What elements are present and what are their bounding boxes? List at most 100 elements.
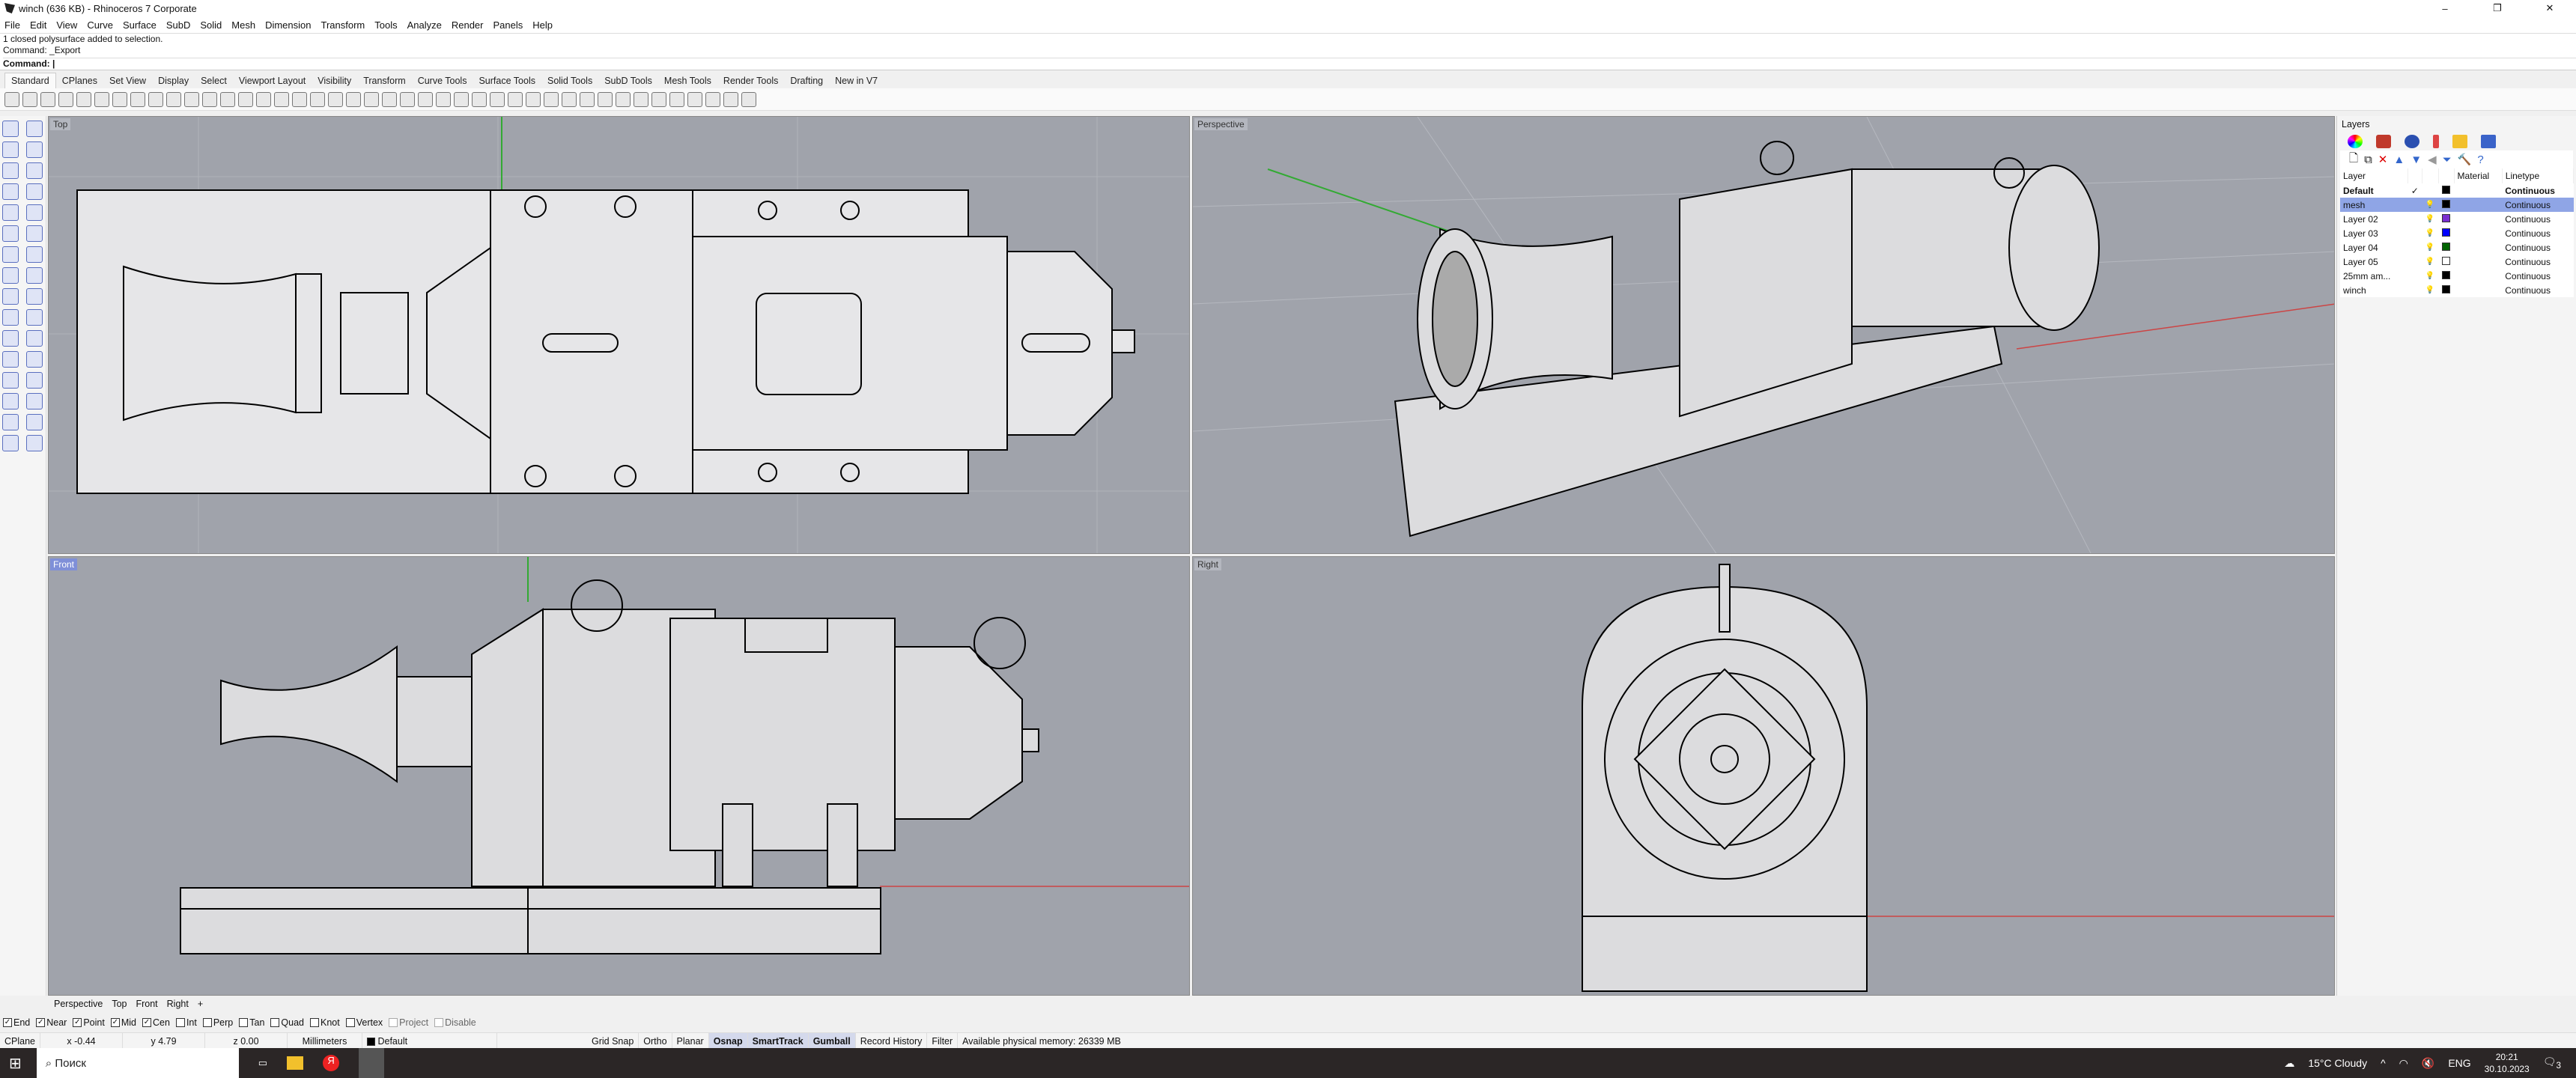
toolbar-tool-icon[interactable] — [310, 91, 325, 107]
layer-name[interactable]: Layer 02 — [2343, 213, 2378, 225]
toolbar-tool-icon[interactable] — [346, 91, 361, 107]
viewport-right[interactable]: Right — [1192, 556, 2335, 996]
side-tool-icon[interactable] — [2, 246, 19, 263]
visibility-bulb-icon[interactable]: 💡 — [2425, 258, 2435, 266]
toolbar-tool-icon[interactable] — [669, 91, 684, 107]
toolbar-tab-surface-tools[interactable]: Surface Tools — [479, 76, 535, 86]
toolbar-tab-drafting[interactable]: Drafting — [790, 76, 824, 86]
material-cell[interactable] — [2454, 269, 2502, 283]
side-tool-icon[interactable] — [26, 330, 43, 347]
empty-cell[interactable] — [2408, 226, 2422, 240]
layer-color-icon[interactable] — [2441, 228, 2450, 237]
material-cell[interactable] — [2454, 198, 2503, 212]
empty-cell[interactable] — [2408, 255, 2422, 269]
status-toggle-record-history[interactable]: Record History — [856, 1032, 928, 1050]
side-tool-icon[interactable] — [26, 414, 43, 430]
empty-cell[interactable] — [2422, 183, 2439, 198]
osnap-perp[interactable]: Perp — [202, 1017, 233, 1028]
visibility-bulb-icon[interactable]: 💡 — [2425, 215, 2435, 223]
current-layer-check-icon[interactable]: ✓ — [2411, 185, 2419, 196]
linetype-cell[interactable]: Continuous — [2505, 213, 2551, 225]
color-swatch[interactable] — [2439, 269, 2454, 283]
cplane-label[interactable]: CPlane — [0, 1032, 40, 1050]
viewport-label-top[interactable]: Top — [50, 118, 71, 130]
osnap-near[interactable]: ✓Near — [36, 1017, 67, 1028]
side-tool-icon[interactable] — [26, 121, 43, 137]
menu-file[interactable]: File — [4, 19, 20, 31]
filter-icon[interactable]: ⏷ — [2442, 153, 2452, 166]
osnap-point[interactable]: ✓Point — [73, 1017, 105, 1028]
layer-color-icon[interactable] — [2441, 185, 2450, 194]
osnap-cen[interactable]: ✓Cen — [142, 1017, 170, 1028]
side-tool-icon[interactable] — [26, 267, 43, 284]
viewport-perspective[interactable]: Perspective — [1192, 116, 2335, 554]
toolbar-tool-icon[interactable] — [148, 91, 163, 107]
toolbar-tool-icon[interactable] — [130, 91, 145, 107]
file-explorer-icon[interactable] — [287, 1056, 304, 1070]
layer-color-icon[interactable] — [2441, 270, 2450, 279]
layer-color-icon[interactable] — [2441, 199, 2450, 208]
toolbar-tool-icon[interactable] — [4, 91, 19, 107]
osnap-checkbox[interactable]: ✓ — [36, 1018, 46, 1027]
side-tool-icon[interactable] — [2, 393, 19, 409]
render-tab-icon[interactable] — [2405, 135, 2419, 148]
side-tool-icon[interactable] — [2, 183, 19, 200]
menu-subd[interactable]: SubD — [165, 19, 191, 31]
material-cell[interactable] — [2454, 255, 2502, 269]
layer-name[interactable]: winch — [2343, 284, 2366, 296]
visibility-bulb-icon[interactable]: 💡 — [2425, 229, 2435, 237]
layer-row[interactable]: winch💡Continuous — [2340, 283, 2574, 297]
side-tool-icon[interactable] — [2, 121, 19, 137]
osnap-mid[interactable]: ✓Mid — [110, 1017, 136, 1028]
restore-button[interactable]: ❐ — [2493, 2, 2502, 13]
rhino-taskbar-icon[interactable] — [359, 1048, 385, 1078]
weather-text[interactable]: 15°C Cloudy — [2308, 1057, 2368, 1069]
side-tool-icon[interactable] — [2, 288, 19, 305]
command-input[interactable]: Command: | — [3, 58, 2576, 69]
tools-icon[interactable]: 🔨 — [2457, 153, 2472, 166]
menu-mesh[interactable]: Mesh — [231, 19, 256, 31]
color-swatch[interactable] — [2439, 255, 2454, 269]
toolbar-tool-icon[interactable] — [705, 91, 720, 107]
menu-panels[interactable]: Panels — [493, 19, 523, 31]
menu-curve[interactable]: Curve — [87, 19, 113, 31]
visibility-bulb-icon[interactable]: 💡 — [2425, 272, 2435, 280]
toolbar-tab-display[interactable]: Display — [158, 76, 189, 86]
side-tool-icon[interactable] — [2, 141, 19, 158]
side-tool-icon[interactable] — [26, 351, 43, 368]
toolbar-tab-new-in-v7[interactable]: New in V7 — [835, 76, 878, 86]
toolbar-tab-standard[interactable]: Standard — [4, 73, 56, 88]
toolbar-tool-icon[interactable] — [184, 91, 199, 107]
menu-edit[interactable]: Edit — [29, 19, 47, 31]
help-icon[interactable]: ? — [2477, 153, 2484, 166]
move-up-icon[interactable]: ▲ — [2393, 153, 2405, 166]
notifications-icon[interactable]: 🗨3 — [2542, 1056, 2561, 1071]
toolbar-tool-icon[interactable] — [112, 91, 127, 107]
units-label[interactable]: Millimeters — [288, 1032, 362, 1050]
toolbar-tab-curve-tools[interactable]: Curve Tools — [417, 76, 467, 86]
layer-name[interactable]: Layer 04 — [2343, 242, 2378, 253]
toolbar-tool-icon[interactable] — [651, 91, 666, 107]
toolbar-tab-subd-tools[interactable]: SubD Tools — [604, 76, 652, 86]
close-button[interactable]: ✕ — [2545, 2, 2554, 13]
linetype-cell[interactable]: Continuous — [2505, 228, 2551, 239]
osnap-vertex[interactable]: Vertex — [345, 1017, 383, 1028]
toolbar-tool-icon[interactable] — [22, 91, 37, 107]
empty-cell[interactable] — [2408, 198, 2422, 212]
toolbar-tab-cplanes[interactable]: CPlanes — [61, 76, 97, 86]
properties-tab-icon[interactable] — [2348, 135, 2363, 148]
side-tool-icon[interactable] — [2, 225, 19, 242]
color-swatch[interactable] — [2439, 240, 2454, 255]
toolbar-tab-render-tools[interactable]: Render Tools — [723, 76, 779, 86]
osnap-end[interactable]: ✓End — [3, 1017, 30, 1028]
delete-layer-icon[interactable]: ✕ — [2378, 153, 2388, 166]
toolbar-tool-icon[interactable] — [76, 91, 91, 107]
viewport-tab-add[interactable]: + — [197, 999, 204, 1009]
side-tool-icon[interactable] — [2, 372, 19, 389]
toolbar-tool-icon[interactable] — [490, 91, 505, 107]
toolbar-tool-icon[interactable] — [58, 91, 73, 107]
osnap-disable[interactable]: Disable — [434, 1017, 476, 1028]
osnap-checkbox[interactable]: ✓ — [73, 1018, 82, 1027]
empty-cell[interactable] — [2408, 240, 2422, 255]
